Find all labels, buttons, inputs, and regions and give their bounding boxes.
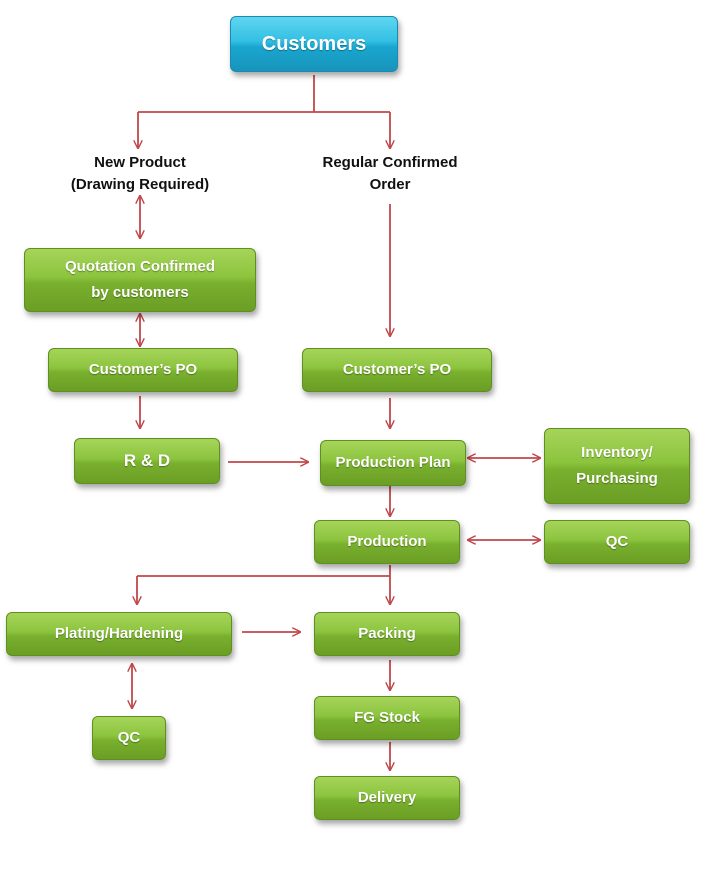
inventory-line2: Purchasing [576,470,658,487]
customers-po-right-node: Customer’s PO [302,348,492,392]
packing-node: Packing [314,612,460,656]
customers-node: Customers [230,16,398,72]
production-plan-node: Production Plan [320,440,466,486]
rnd-node: R & D [74,438,220,484]
new-product-line2: (Drawing Required) [70,176,210,193]
new-product-line1: New Product [94,154,186,171]
inventory-line1: Inventory/ [581,444,653,461]
quotation-line1: Quotation Confirmed [65,258,215,275]
quotation-node: Quotation Confirmed by customers [24,248,256,312]
regular-order-line1: Regular Confirmed [322,154,458,171]
qc-right-node: QC [544,520,690,564]
quotation-line2: by customers [91,284,189,301]
plating-hardening-node: Plating/Hardening [6,612,232,656]
regular-order-line2: Order [369,176,411,193]
inventory-purchasing-node: Inventory/ Purchasing [544,428,690,504]
customers-po-left-node: Customer’s PO [48,348,238,392]
delivery-node: Delivery [314,776,460,820]
fg-stock-node: FG Stock [314,696,460,740]
regular-order-label: Regular Confirmed Order [290,152,490,196]
qc-left-node: QC [92,716,166,760]
new-product-label: New Product (Drawing Required) [30,152,250,196]
production-node: Production [314,520,460,564]
